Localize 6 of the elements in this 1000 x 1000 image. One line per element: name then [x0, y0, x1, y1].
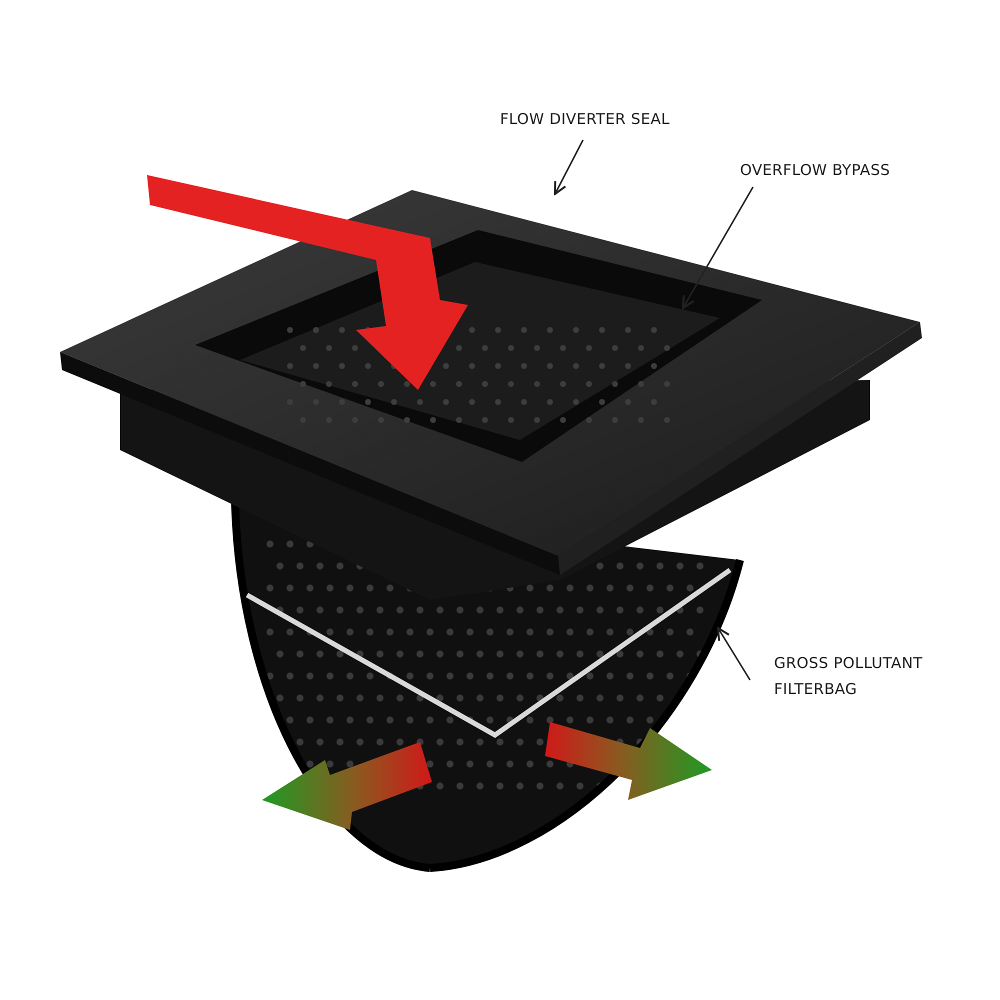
leader-line	[682, 186, 754, 309]
callout-label: OVERFLOW BYPASS	[740, 157, 930, 183]
callout-label: FLOW DIVERTER SEAL	[500, 106, 710, 132]
leader-line	[554, 140, 584, 195]
leader-line	[717, 627, 751, 680]
callout-label: GROSS POLLUTANT FILTERBAG	[774, 650, 974, 702]
